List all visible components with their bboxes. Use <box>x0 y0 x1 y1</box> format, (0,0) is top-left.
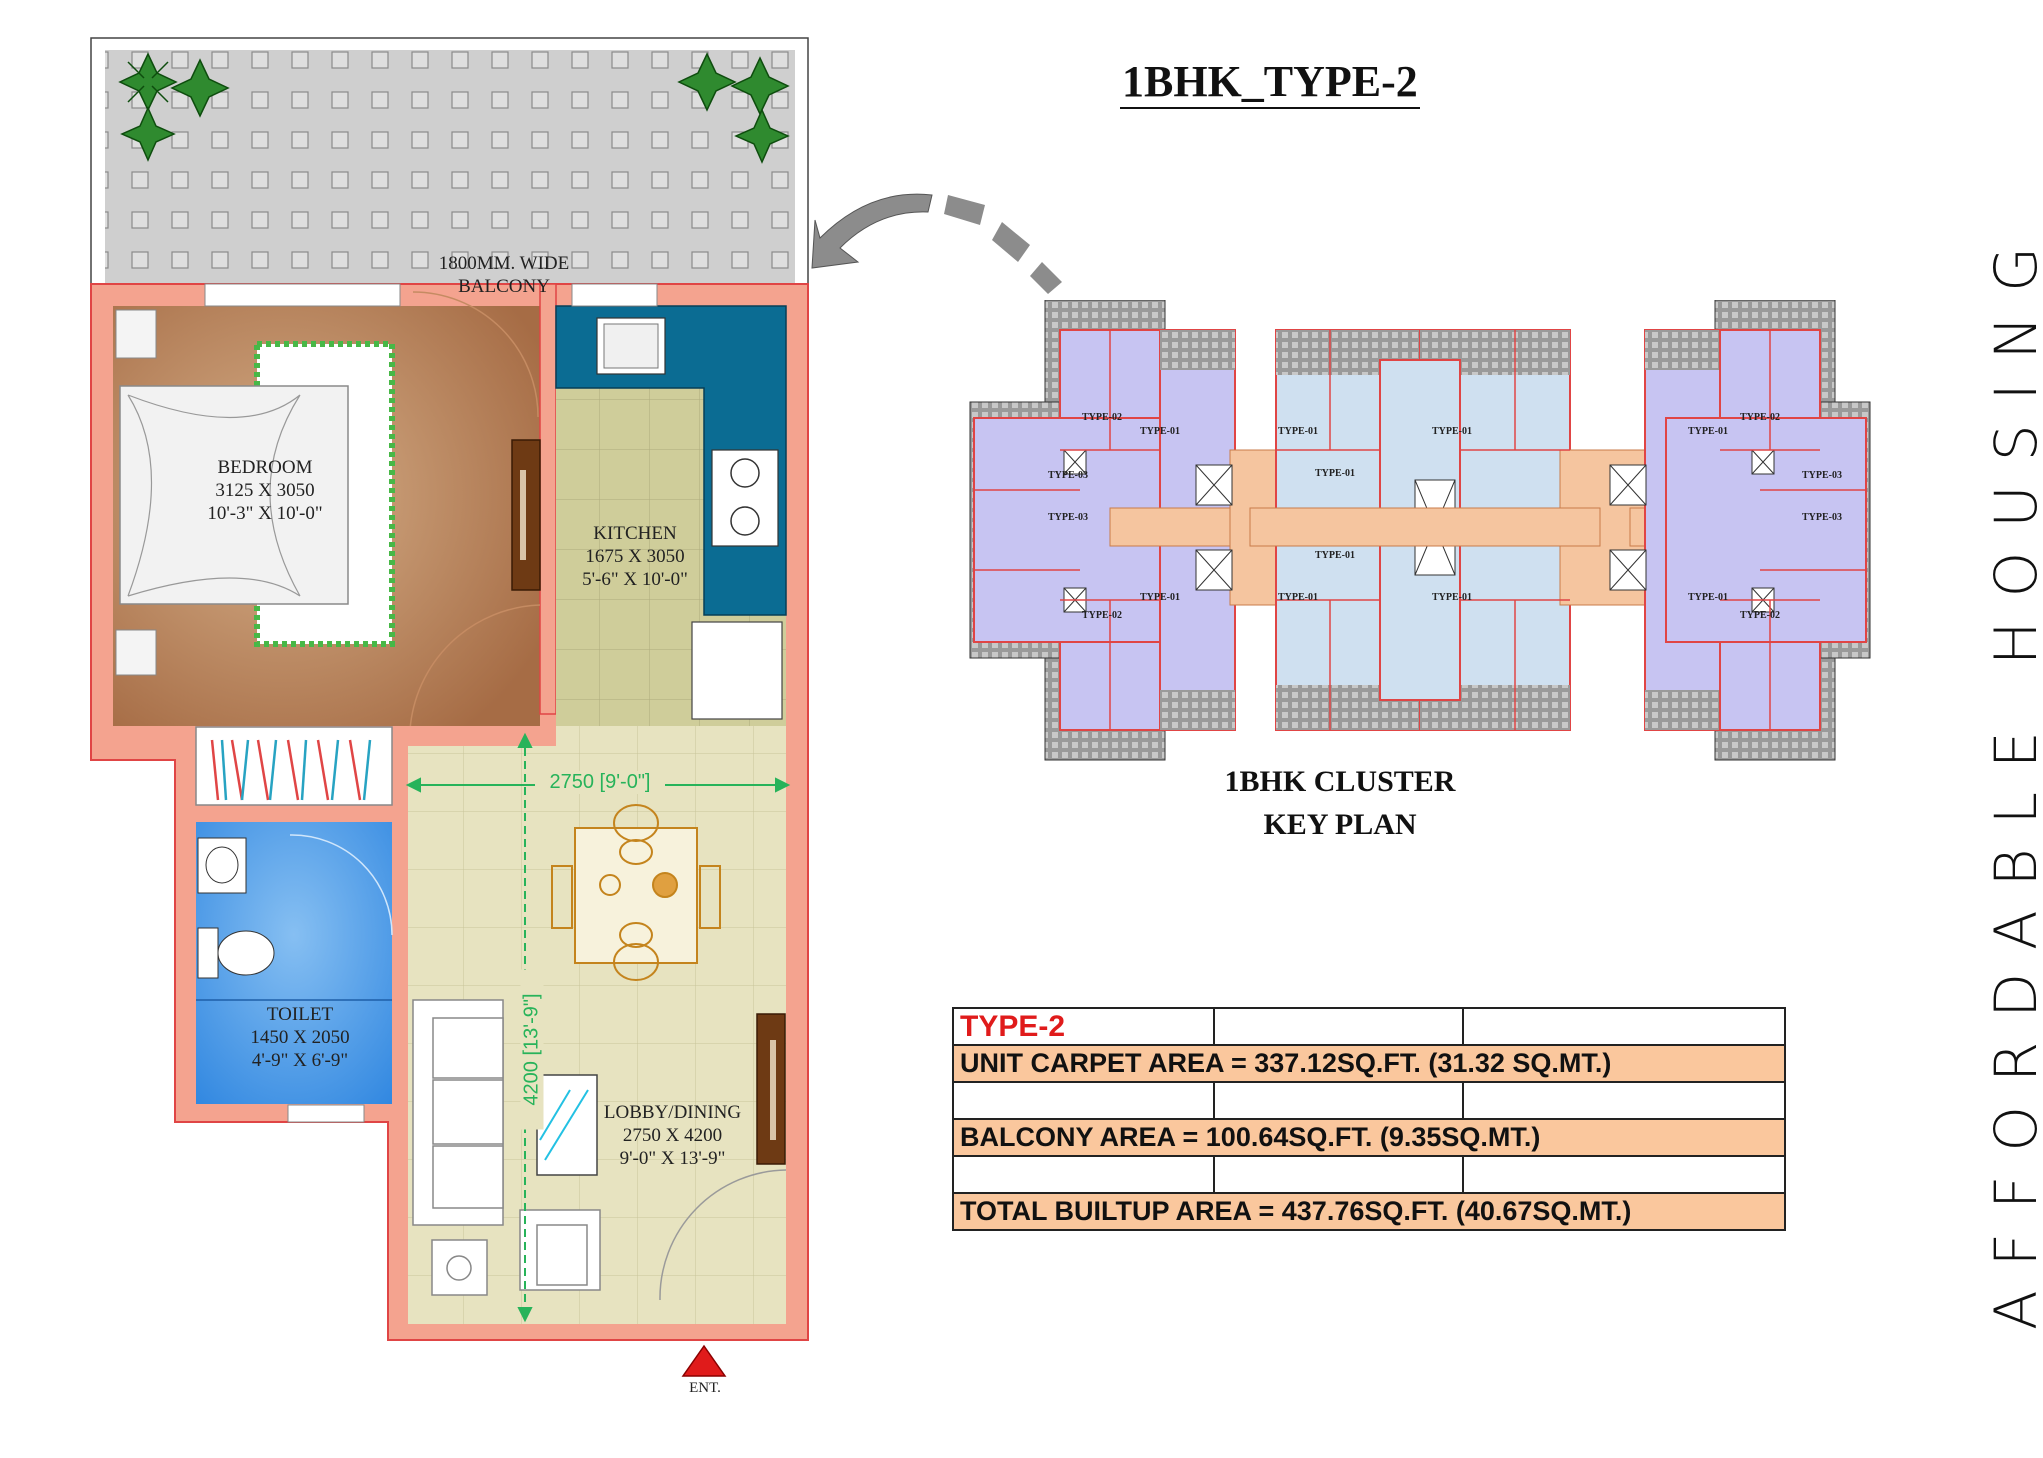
area-row-type: TYPE-2 <box>951 1007 1786 1046</box>
wash-basin <box>197 837 247 894</box>
key-unit-label: TYPE-01 <box>1278 592 1318 603</box>
area-row-balcony: BALCONY AREA = 100.64SQ.FT. (9.35SQ.MT.) <box>952 1118 1786 1157</box>
key-unit-label: TYPE-01 <box>1140 592 1180 603</box>
lobby-ft: 9'-0" X 13'-9" <box>619 1148 726 1169</box>
key-plan: TYPE-02 TYPE-01 TYPE-03 TYPE-03 TYPE-01 … <box>969 300 1871 761</box>
key-unit-label: TYPE-01 <box>1140 426 1180 437</box>
key-unit-label: TYPE-01 <box>1432 592 1472 603</box>
key-unit-label: TYPE-02 <box>1082 412 1122 423</box>
bedroom-mm: 3125 X 3050 <box>215 480 315 501</box>
lobby-label: LOBBY/DINING 2750 X 4200 9'-0" X 13'-9" <box>585 1101 760 1170</box>
area-type-label: TYPE-2 <box>951 1007 1216 1046</box>
key-plan-partitions <box>974 330 1866 730</box>
dining-table <box>551 804 721 981</box>
key-plan-lifts <box>1063 449 1775 613</box>
width-dimension: 2750 [9'-0"] <box>535 771 665 794</box>
carpet-area: UNIT CARPET AREA = 337.12SQ.FT. (31.32 S… <box>952 1044 1786 1083</box>
entrance-arrow <box>681 1344 727 1377</box>
key-unit-label: TYPE-03 <box>1802 470 1842 481</box>
height-dimension: 4200 [13'-9"] <box>520 969 544 1130</box>
kitchen-label: KITCHEN 1675 X 3050 5'-6" X 10'-0" <box>560 522 710 591</box>
plan-title: 1BHK_TYPE-2 <box>1120 56 1420 109</box>
key-plan-title: 1BHK CLUSTER KEY PLAN <box>1190 760 1490 846</box>
key-plan-block-right <box>1644 300 1871 761</box>
pointer-arrow <box>811 193 1062 294</box>
key-unit-label: TYPE-01 <box>1432 426 1472 437</box>
key-unit-label: TYPE-01 <box>1315 550 1355 561</box>
toilet-name: TOILET <box>266 1004 334 1025</box>
key-unit-label: TYPE-03 <box>1802 512 1842 523</box>
sofa <box>412 999 601 1296</box>
water-closet <box>197 927 219 979</box>
toilet-mm: 1450 X 2050 <box>250 1027 350 1048</box>
floor-plan <box>90 37 1062 1377</box>
refrigerator <box>691 621 783 720</box>
key-plan-title-line2: KEY PLAN <box>1263 808 1417 841</box>
key-unit-label: TYPE-02 <box>1740 412 1780 423</box>
key-unit-label: TYPE-01 <box>1278 426 1318 437</box>
key-plan-title-line1: 1BHK CLUSTER <box>1224 765 1456 798</box>
lobby-mm: 2750 X 4200 <box>622 1125 723 1146</box>
key-unit-label: TYPE-01 <box>1688 592 1728 603</box>
kitchen-mm: 1675 X 3050 <box>585 546 685 567</box>
entrance-label: ENT. <box>689 1380 721 1396</box>
bed <box>119 385 349 605</box>
area-row-carpet: UNIT CARPET AREA = 337.12SQ.FT. (31.32 S… <box>952 1044 1786 1083</box>
key-unit-label: TYPE-03 <box>1048 512 1088 523</box>
bedroom-ft: 10'-3" X 10'-0" <box>207 503 323 524</box>
key-unit-label: TYPE-01 <box>1688 426 1728 437</box>
side-heading: AFFORDABLE HOUSING <box>1982 222 2043 1330</box>
bedroom-name: BEDROOM <box>217 457 313 478</box>
kitchen-stove <box>711 449 779 547</box>
area-row-builtup: TOTAL BUILTUP AREA = 437.76SQ.FT. (40.67… <box>952 1192 1786 1231</box>
key-unit-label: TYPE-01 <box>1315 468 1355 479</box>
toilet-ft: 4'-9" X 6'-9" <box>251 1050 349 1071</box>
balcony-label: 1800MM. WIDE BALCONY <box>438 253 570 297</box>
key-unit-label: TYPE-03 <box>1048 470 1088 481</box>
kitchen-name: KITCHEN <box>593 523 677 544</box>
bedroom-label: BEDROOM 3125 X 3050 10'-3" X 10'-0" <box>190 456 340 525</box>
lobby-name: LOBBY/DINING <box>603 1102 742 1123</box>
kitchen-ft: 5'-6" X 10'-0" <box>582 569 688 590</box>
key-unit-label: TYPE-02 <box>1082 610 1122 621</box>
builtup-area: TOTAL BUILTUP AREA = 437.76SQ.FT. (40.67… <box>952 1192 1786 1231</box>
balcony-plants <box>118 52 790 164</box>
area-table: TYPE-2 UNIT CARPET AREA = 337.12SQ.FT. (… <box>951 1007 1786 1231</box>
toilet-label: TOILET 1450 X 2050 4'-9" X 6'-9" <box>225 1003 375 1072</box>
balcony-area: BALCONY AREA = 100.64SQ.FT. (9.35SQ.MT.) <box>952 1118 1786 1157</box>
key-unit-label: TYPE-02 <box>1740 610 1780 621</box>
